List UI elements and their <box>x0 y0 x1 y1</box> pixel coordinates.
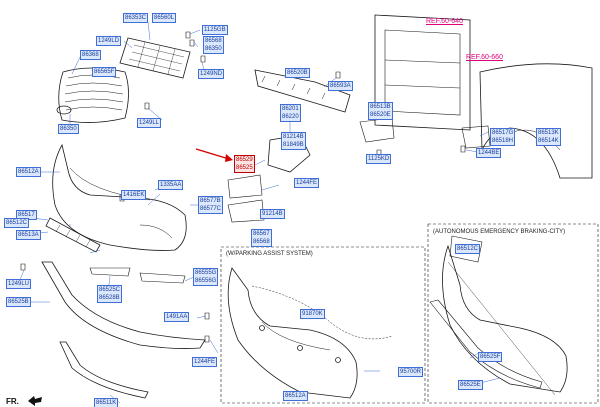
front-direction-icon <box>28 396 42 406</box>
parking-assist-caption: (W/PARKING ASSIST SYSTEM) <box>226 251 313 257</box>
part-label[interactable]: 1244FE <box>192 357 218 367</box>
part-label[interactable]: 86565F <box>92 67 117 77</box>
lower-lip <box>41 261 206 349</box>
aeb-bumper <box>442 244 568 393</box>
aeb-box <box>427 223 599 404</box>
part-label[interactable]: 86350 <box>58 124 79 134</box>
part-label[interactable]: 91214B <box>260 209 285 219</box>
lower-grille <box>45 217 101 253</box>
part-label[interactable]: 86353C <box>123 13 149 23</box>
aeb-caption: (AUTONOMOUS EMERGENCY BRAKING-CITY) <box>433 229 566 235</box>
part-label[interactable]: 86512C <box>455 244 481 254</box>
grille-mesh-panel <box>119 37 191 79</box>
part-label[interactable]: 1244BE <box>476 148 502 158</box>
part-label[interactable]: 1249ND <box>198 69 225 79</box>
part-label[interactable]: 86513A <box>16 230 41 240</box>
part-label[interactable]: 86512C <box>4 218 30 228</box>
part-label[interactable]: 1491AA <box>164 312 190 322</box>
ref-link-660[interactable]: REF.60-660 <box>466 54 503 61</box>
part-label[interactable]: 1249LD <box>96 36 122 46</box>
part-label[interactable]: 1244FE <box>294 178 320 188</box>
part-label[interactable]: 86525B <box>6 297 31 307</box>
highlight-arrow <box>195 148 233 162</box>
part-label[interactable]: 1125KD <box>366 154 392 164</box>
radiator-support <box>374 14 471 131</box>
part-label[interactable]: 86512A <box>283 391 308 401</box>
part-label[interactable]: 86368 <box>80 50 101 60</box>
part-label[interactable]: 86593A <box>328 81 353 91</box>
bumper-beam <box>254 69 351 113</box>
bumper-cover <box>52 143 187 251</box>
grille-mesh-lines <box>128 41 185 75</box>
grille-bars <box>64 74 124 111</box>
part-label[interactable]: 86525E <box>458 380 483 390</box>
part-label[interactable]: 1249LL <box>137 118 162 128</box>
part-label[interactable]: 1335AA <box>158 180 184 190</box>
part-label[interactable]: 1416EK <box>121 190 147 200</box>
part-label[interactable]: 95700R <box>398 367 424 377</box>
skid-plate <box>59 341 149 399</box>
part-label[interactable]: 86525F <box>478 352 503 362</box>
part-label[interactable]: 86511K <box>94 398 119 407</box>
fasteners <box>20 31 466 343</box>
ref-link-640[interactable]: REF.60-640 <box>426 18 463 25</box>
front-direction-label: FR. <box>6 397 19 406</box>
part-label[interactable]: 91870K <box>300 309 325 319</box>
parking-assist-box <box>220 246 426 404</box>
part-label[interactable]: 1249LU <box>6 279 32 289</box>
fender <box>479 63 593 179</box>
part-label[interactable]: 86520B <box>285 68 310 78</box>
part-label[interactable]: 86560L <box>152 13 177 23</box>
parking-bumper <box>227 267 358 399</box>
part-label[interactable]: 86512A <box>16 167 41 177</box>
part-label[interactable]: 1125GB <box>202 25 228 35</box>
grille-emblem <box>56 105 72 115</box>
